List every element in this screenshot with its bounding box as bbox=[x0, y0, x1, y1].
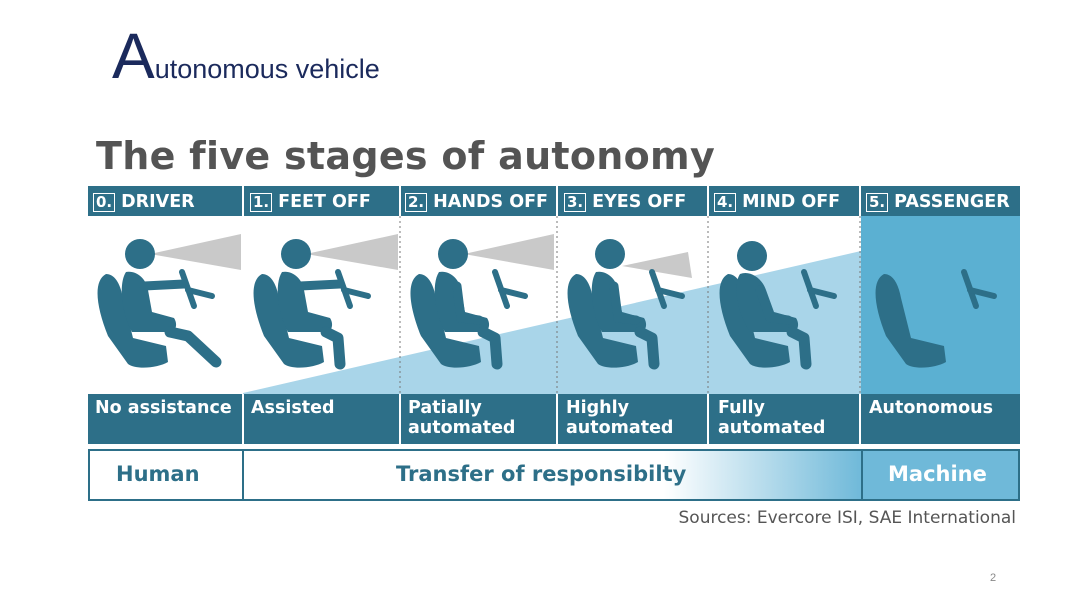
responsibility-machine-label: Machine bbox=[888, 462, 987, 486]
steering-wheel-icon bbox=[961, 269, 997, 309]
stage-number: 4. bbox=[714, 192, 737, 212]
vision-cone-icons bbox=[150, 234, 692, 278]
stage-number: 0. bbox=[93, 192, 116, 212]
page-number: 2 bbox=[990, 572, 997, 584]
stages-graphic bbox=[88, 186, 1020, 501]
stage-header-label: HANDS OFF bbox=[433, 192, 548, 212]
vision-cone-icon bbox=[622, 252, 692, 278]
transfer-gradient bbox=[243, 451, 862, 499]
driver-seated-icon bbox=[97, 238, 222, 368]
level-label-assisted: Assisted bbox=[251, 398, 335, 418]
stages-panel: 0.DRIVER 1.FEET OFF 2.HANDS OFF 3.EYES O… bbox=[88, 186, 1020, 502]
driver-eyes-off-icon bbox=[567, 238, 682, 370]
stage-header-driver: 0.DRIVER bbox=[93, 190, 195, 214]
slide-title-initial: A bbox=[112, 20, 155, 92]
responsibility-human-label: Human bbox=[116, 462, 200, 486]
driver-feet-off-icon bbox=[253, 238, 368, 370]
slide-title-rest: utonomous vehicle bbox=[154, 54, 380, 84]
stage-number: 2. bbox=[405, 192, 428, 212]
infographic-title: The five stages of autonomy bbox=[96, 134, 716, 178]
stage-header-label: PASSENGER bbox=[894, 192, 1010, 212]
stage-header-label: MIND OFF bbox=[742, 192, 841, 212]
responsibility-transfer-label: Transfer of responsibilty bbox=[396, 462, 687, 486]
stage-header-label: FEET OFF bbox=[278, 192, 371, 212]
empty-seat-icon bbox=[875, 269, 997, 368]
level-label-highly-automated: Highly automated bbox=[566, 398, 674, 438]
slide-title: Autonomous vehicle bbox=[112, 24, 380, 88]
level-label-fully-automated: Fully automated bbox=[718, 398, 826, 438]
stage-number: 3. bbox=[564, 192, 587, 212]
stage-header-label: EYES OFF bbox=[592, 192, 687, 212]
stage-header-eyes-off: 3.EYES OFF bbox=[564, 190, 686, 214]
stage-header-label: DRIVER bbox=[121, 192, 195, 212]
stage-header-feet-off: 1.FEET OFF bbox=[250, 190, 371, 214]
driver-hands-off-icon bbox=[410, 238, 525, 370]
level-label-partially-automated: Patially automated bbox=[408, 398, 516, 438]
sources-credit: Sources: Evercore ISI, SAE International bbox=[678, 508, 1017, 528]
level-label-no-assistance: No assistance bbox=[95, 398, 232, 418]
column-dividers bbox=[242, 186, 861, 444]
machine-cell-bg bbox=[862, 451, 1018, 499]
stage-number: 1. bbox=[250, 192, 273, 212]
vision-cone-icon bbox=[150, 234, 241, 270]
stage-number: 5. bbox=[866, 192, 889, 212]
stage-header-hands-off: 2.HANDS OFF bbox=[405, 190, 548, 214]
level-label-autonomous: Autonomous bbox=[869, 398, 994, 418]
vision-cone-icon bbox=[306, 234, 398, 270]
driver-mind-off-icon bbox=[719, 241, 834, 370]
automation-wedge bbox=[243, 251, 861, 394]
vision-cone-icon bbox=[464, 234, 554, 270]
stage-header-passenger: 5.PASSENGER bbox=[866, 190, 1010, 214]
stage-header-mind-off: 4.MIND OFF bbox=[714, 190, 840, 214]
